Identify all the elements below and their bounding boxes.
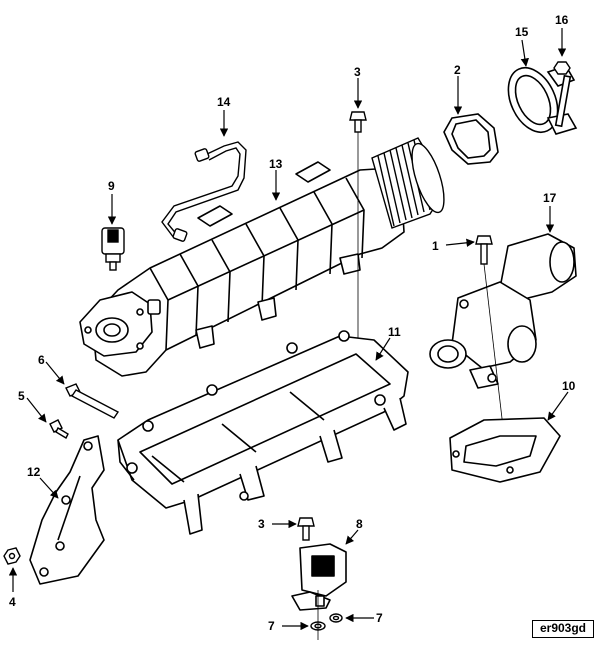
callout-15: 15 (515, 25, 529, 39)
temperature-sensor (101, 227, 125, 271)
bolt-6 (65, 383, 120, 419)
callout-6: 6 (38, 353, 45, 367)
callout-7-right: 7 (376, 611, 383, 625)
callout-4: 4 (9, 595, 16, 609)
callout-13: 13 (269, 157, 283, 171)
nut-4 (3, 547, 21, 565)
callout-5: 5 (18, 389, 25, 403)
callout-3-lower: 3 (258, 517, 265, 531)
gasket-2 (443, 113, 499, 165)
callout-17: 17 (543, 191, 557, 205)
v-band-clamp (507, 65, 578, 135)
callout-7-left: 7 (268, 619, 275, 633)
leader-lines (8, 28, 569, 631)
pressure-sensor-module (291, 543, 347, 611)
bolt-3-lower (297, 517, 315, 541)
callout-16: 16 (555, 13, 569, 27)
callout-12: 12 (27, 465, 41, 479)
bolt-5 (49, 419, 69, 439)
callout-10: 10 (562, 379, 576, 393)
callout-3-top: 3 (354, 65, 361, 79)
egr-tube (161, 141, 247, 242)
egr-valve-gasket (449, 417, 561, 483)
bolt-3-top (349, 111, 367, 133)
egr-cooler-body (79, 161, 405, 377)
egr-valve (429, 233, 577, 389)
callout-1: 1 (432, 239, 439, 253)
callout-2: 2 (454, 63, 461, 77)
cooler-mounting-bracket (117, 330, 409, 535)
egr-cooler-corrugated-outlet (371, 137, 445, 229)
figure-reference-code: er903gd (532, 620, 594, 638)
clamp-nut (553, 61, 571, 75)
bolt-1 (475, 235, 493, 265)
callout-11: 11 (388, 325, 401, 339)
callout-labels: 1 2 3 3 4 5 6 7 7 8 9 10 11 12 13 14 15 … (9, 13, 576, 633)
callout-14: 14 (217, 95, 231, 109)
callout-8: 8 (356, 517, 363, 531)
support-bracket (29, 435, 105, 585)
washer-7-right (329, 613, 343, 623)
callout-9: 9 (108, 179, 115, 193)
